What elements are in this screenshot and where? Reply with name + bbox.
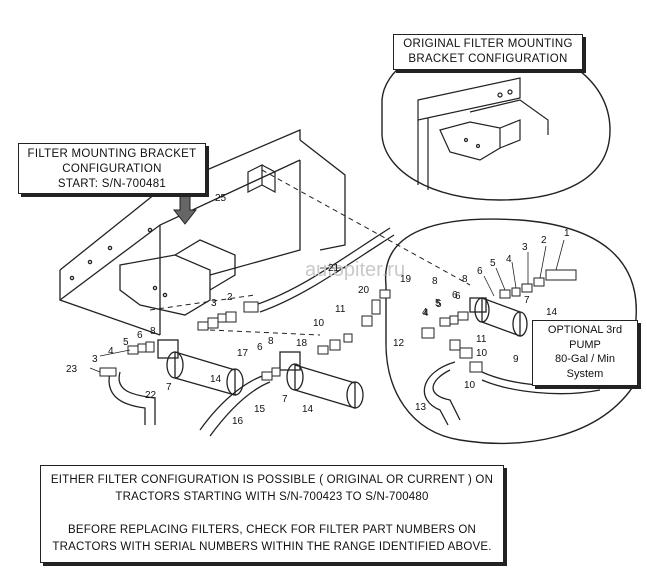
leader-lines xyxy=(149,169,471,336)
part-label: 3 xyxy=(522,242,528,253)
bracket-25 xyxy=(247,164,276,194)
part-label: 20 xyxy=(358,285,370,296)
callout-line: START: S/N-700481 xyxy=(57,178,167,190)
note-line: TRACTORS STARTING WITH S/N-700423 TO S/N… xyxy=(115,491,429,503)
part-label: 4 xyxy=(423,308,429,319)
optional-pump-callout: OPTIONAL 3rd PUMP 80-Gal / Min System xyxy=(532,320,638,386)
part-label: 21 xyxy=(328,263,340,274)
part-label: 9 xyxy=(513,354,519,365)
part-label: 5 xyxy=(123,337,129,348)
callout-line: PUMP xyxy=(569,338,601,351)
note-line: EITHER FILTER CONFIGURATION IS POSSIBLE … xyxy=(50,474,494,486)
part-label: 2 xyxy=(541,235,547,246)
note-line: BEFORE REPLACING FILTERS, CHECK FOR FILT… xyxy=(68,524,476,536)
part-label: 6 xyxy=(257,342,263,353)
part-label: 11 xyxy=(476,334,487,345)
part-label: 5 xyxy=(490,258,496,269)
part-label: 10 xyxy=(476,348,488,359)
part-label: 4 xyxy=(506,254,512,265)
part-label: 3 xyxy=(211,298,217,309)
part-label: 6 xyxy=(455,291,461,302)
part-label: 1 xyxy=(564,228,570,239)
part-label: 6 xyxy=(137,330,143,341)
part-label: 4 xyxy=(108,346,114,357)
part-label: 11 xyxy=(335,304,346,315)
part-label: 15 xyxy=(254,404,266,415)
arrow-down-icon xyxy=(172,191,198,225)
callout-line: BRACKET CONFIGURATION xyxy=(408,53,568,65)
callout-line: System xyxy=(566,367,604,380)
callout-line: OPTIONAL 3rd xyxy=(547,324,623,336)
note-line: TRACTORS WITH SERIAL NUMBERS WITHIN THE … xyxy=(52,541,492,553)
part-label: 25 xyxy=(215,193,227,204)
part-label: 16 xyxy=(232,416,244,427)
filter-canister-pump xyxy=(469,297,528,337)
serial-number-note: EITHER FILTER CONFIGURATION IS POSSIBLE … xyxy=(40,465,504,563)
part-label: 7 xyxy=(524,295,530,306)
callout-line: FILTER MOUNTING BRACKET xyxy=(27,148,197,160)
part-label: 14 xyxy=(302,404,314,415)
part-label: 14 xyxy=(546,307,558,318)
part-label: 7 xyxy=(282,394,288,405)
part-label: 13 xyxy=(415,402,427,413)
part-label: 7 xyxy=(166,382,172,393)
part-label: 10 xyxy=(464,380,476,391)
part-label: 10 xyxy=(313,318,325,329)
part-label: 8 xyxy=(268,336,274,347)
part-label: 8 xyxy=(462,274,468,285)
part-label: 19 xyxy=(400,274,412,285)
part-label: 8 xyxy=(432,276,438,287)
original-bracket-drawing xyxy=(417,77,549,190)
filter-canister-left xyxy=(157,339,244,396)
original-config-callout: ORIGINAL FILTER MOUNTING BRACKET CONFIGU… xyxy=(393,34,583,70)
part-label: 4 xyxy=(422,307,428,318)
part-label: 8 xyxy=(150,326,156,337)
part-label: 2 xyxy=(227,292,233,303)
part-label: 17 xyxy=(237,348,249,359)
part-label: 12 xyxy=(393,338,405,349)
part-number-labels: 1 2 3 4 5 6 7 8 14 5 8 6 4 2 3 3 4 5 6 7… xyxy=(66,193,570,427)
start-config-callout: FILTER MOUNTING BRACKET CONFIGURATION ST… xyxy=(18,143,206,194)
callout-line: CONFIGURATION xyxy=(62,163,162,175)
callout-line: 80-Gal / Min xyxy=(555,353,615,365)
part-label: 3 xyxy=(92,354,98,365)
part-label: 18 xyxy=(296,338,308,349)
part-label: 6 xyxy=(477,266,483,277)
part-label: 5 xyxy=(435,298,441,309)
part-label: 22 xyxy=(145,390,157,401)
filter-canister-center xyxy=(279,351,364,409)
part-label: 14 xyxy=(210,374,222,385)
callout-leaders xyxy=(89,239,565,373)
callout-line: ORIGINAL FILTER MOUNTING xyxy=(403,38,573,50)
part-label: 23 xyxy=(66,364,78,375)
fittings xyxy=(99,269,577,381)
part-label: 5 xyxy=(436,299,442,310)
watermark-text: autopiter.ru xyxy=(305,259,405,281)
frame-rail xyxy=(59,129,346,336)
part-label: 6 xyxy=(452,290,458,301)
